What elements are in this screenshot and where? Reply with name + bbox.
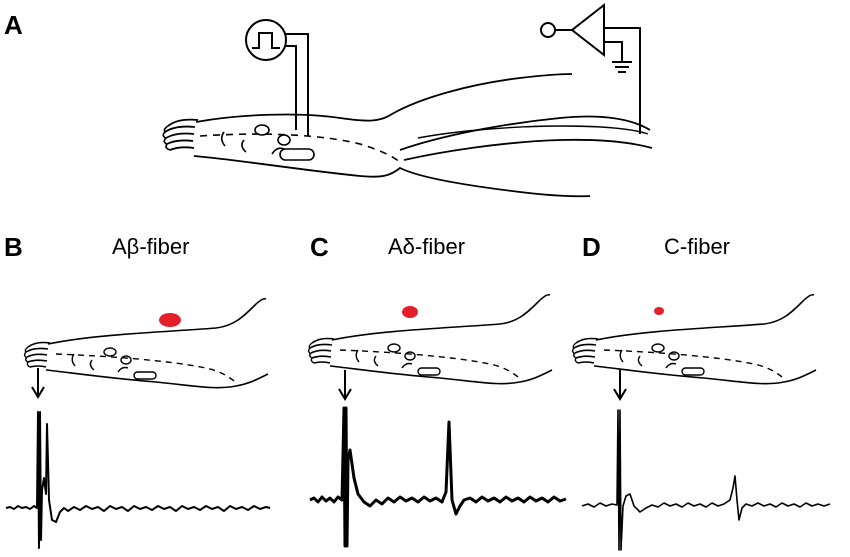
panel-title-d: C-fiber [664, 234, 730, 259]
stimulus-arrow-b [31, 368, 45, 399]
trace-c [309, 406, 567, 548]
receptive-field-b [159, 313, 181, 327]
receptive-field-c [402, 306, 418, 318]
panel-letter-c: C [310, 232, 329, 262]
hind-paw-with-nerve [162, 73, 653, 198]
panel-c: C Aδ-fiber [307, 232, 567, 548]
paw-diagram-d [571, 293, 817, 385]
square-pulse-stimulator-icon [245, 19, 287, 61]
panel-d: D C-fiber [571, 232, 831, 551]
stimulus-arrow-d [613, 370, 627, 401]
amplifier-triangle-icon [540, 2, 641, 134]
stimulating-electrodes [286, 33, 309, 136]
ground-symbol-icon [612, 61, 632, 73]
trace-d [581, 409, 831, 551]
panel-b: B Aβ-fiber [4, 232, 271, 549]
trace-b [5, 411, 271, 549]
panel-letter-d: D [582, 232, 601, 262]
receptive-field-d [654, 307, 664, 315]
panel-letter-a: A [4, 10, 23, 40]
paw-diagram-b [23, 297, 269, 389]
stimulus-arrow-c [338, 370, 352, 401]
panel-letter-b: B [4, 232, 23, 262]
panel-a: A [4, 2, 653, 198]
panel-title-c: Aδ-fiber [388, 234, 465, 259]
panel-title-b: Aβ-fiber [112, 234, 189, 259]
